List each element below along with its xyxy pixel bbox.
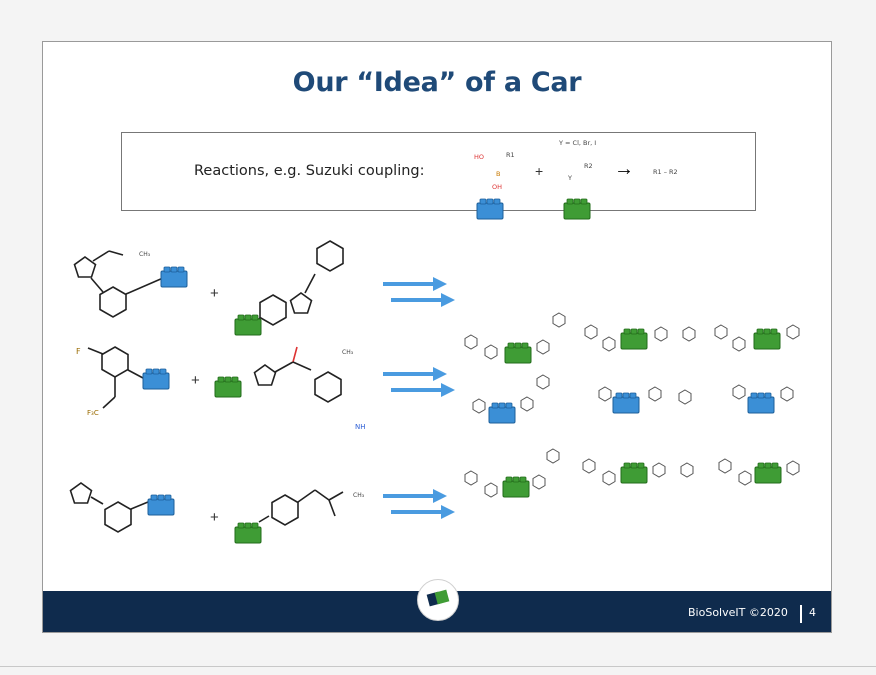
row2-arrow-icon [383, 367, 455, 397]
plus-row1: + [210, 285, 219, 302]
nh-label: NH [355, 423, 366, 431]
reaction-label: Reactions, e.g. Suzuki coupling: [194, 163, 425, 179]
reaction-arrow-icon: → [614, 158, 634, 180]
boronic-oh: OH [492, 183, 503, 191]
reaction-blue-brick-icon [476, 198, 504, 220]
row3-oxadiazole-phenyl-fragment [69, 482, 175, 533]
boronic-ho: HO [474, 153, 485, 161]
halide-r2: R2 [584, 162, 593, 170]
footer-separator [800, 605, 802, 623]
row2-thiophene-piperazinone-fragment [214, 346, 342, 403]
slide: Our “Idea” of a Car Reactions, e.g. Suzu… [42, 41, 832, 633]
trifluoromethoxy-label: F₃C [87, 409, 99, 417]
reaction-box: Reactions, e.g. Suzuki coupling: HO R1 B… [121, 132, 756, 211]
halide-y: Y [568, 174, 572, 182]
plus-row3: + [210, 509, 219, 526]
row1-arrow-icon [383, 277, 455, 307]
boronic-r1: R1 [506, 151, 515, 159]
product-1-3 [714, 324, 800, 352]
row3-isobutylphenyl-fragment [234, 489, 344, 544]
product-1-2 [584, 324, 696, 352]
halide-note: Y = Cl, Br, I [559, 139, 597, 147]
boronic-b: B [496, 170, 501, 178]
row1-imidazole-pyridine-fragment [73, 250, 188, 318]
plus-row2: + [191, 372, 200, 389]
footer-copyright: BioSolveIT ©2020 [688, 606, 788, 619]
reaction-green-brick-icon [563, 198, 591, 220]
product-2-3 [732, 384, 794, 414]
product-2-2 [598, 386, 692, 414]
viewer-divider [0, 666, 876, 667]
row3-arrow-icon [383, 489, 455, 519]
methyl-label: CH₃ [342, 349, 354, 356]
product-3-2 [582, 458, 694, 486]
fluoro-label: F [76, 347, 81, 356]
chemistry-drawing [69, 198, 800, 544]
isobutyl-methyl-label: CH₃ [353, 492, 365, 499]
reaction-plus: + [535, 163, 544, 179]
product-grid [464, 312, 800, 498]
row1-indazole-fragment [234, 240, 344, 336]
row2-trifluoromethoxy-fragment [87, 346, 170, 409]
biosolveit-logo-icon [417, 579, 459, 621]
page-number: 4 [809, 606, 816, 619]
product-3-1 [464, 448, 560, 498]
reaction-product: R1 – R2 [653, 168, 678, 176]
product-1-1 [464, 312, 566, 364]
slide-title: Our “Idea” of a Car [292, 67, 582, 98]
ethyl-label: CH₃ [139, 251, 151, 258]
product-2-1 [472, 374, 550, 424]
product-3-3 [718, 458, 800, 486]
